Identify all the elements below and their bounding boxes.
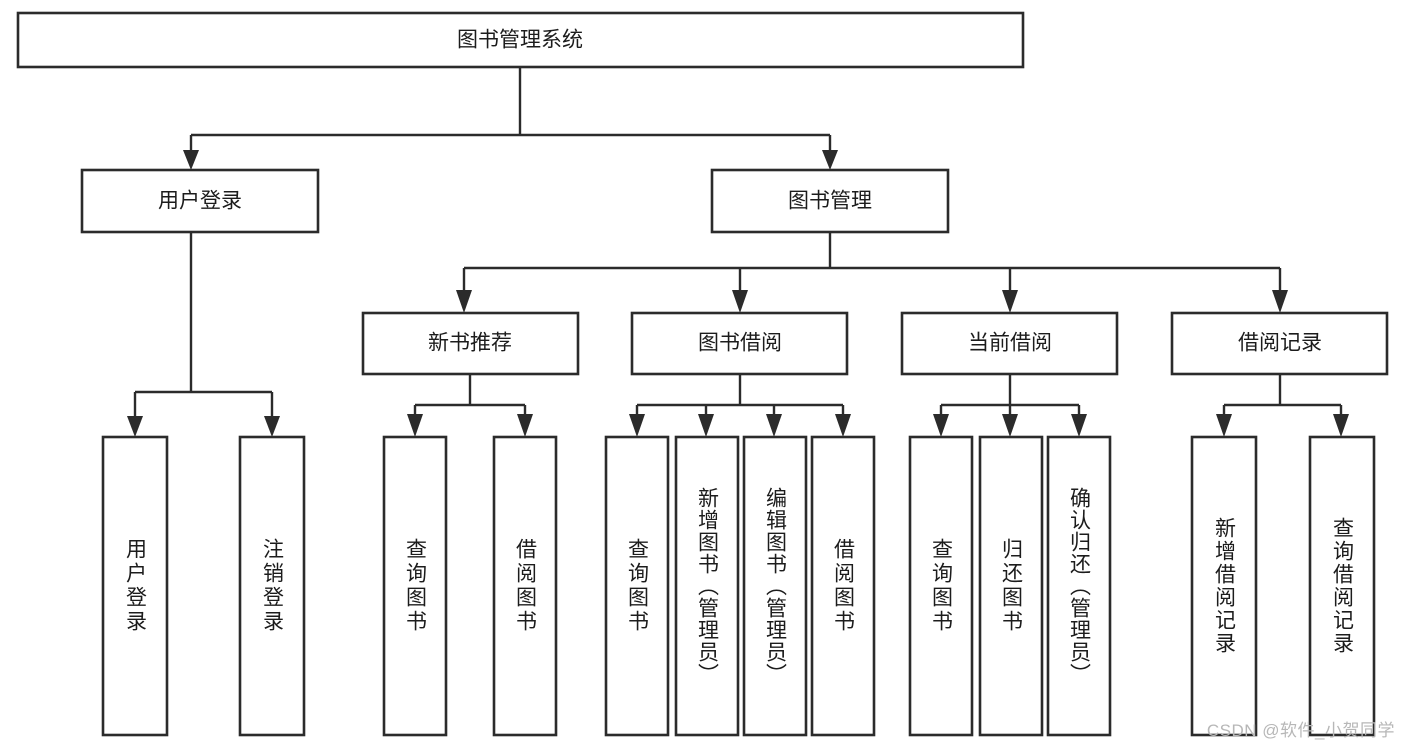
node-current-borrow-box[interactable]	[900, 311, 1119, 376]
arrow-bookmgmt-to-records	[1272, 290, 1288, 313]
arrow-login-to-leaf2	[264, 416, 280, 437]
arrow-records-d2	[1333, 414, 1349, 437]
arrow-root-to-login	[183, 150, 199, 170]
arrow-bookmgmt-to-newbook	[456, 290, 472, 313]
leaf-box-query-borrow-record[interactable]	[1308, 435, 1376, 737]
node-book-management[interactable]: 图书管理	[710, 168, 950, 234]
arrow-current-d2	[1002, 414, 1018, 437]
node-book-borrow[interactable]: 图书借阅	[630, 311, 849, 376]
leaf-box-query-book-1[interactable]	[382, 435, 448, 737]
leaf-box-logout[interactable]	[238, 435, 306, 737]
node-current-borrow-label: 当前借阅	[968, 332, 1052, 355]
arrow-current-d1	[933, 414, 949, 437]
node-user-login-label: 用户登录	[158, 190, 242, 213]
node-root-label: 图书管理系统	[457, 29, 583, 52]
leaf-box-add-borrow-record[interactable]	[1190, 435, 1258, 737]
arrow-records-d1	[1216, 414, 1232, 437]
arrow-borrow-d1	[629, 414, 645, 437]
leaf-box-edit-book-admin[interactable]	[742, 435, 808, 737]
arrow-root-to-bookmgmt	[822, 150, 838, 170]
leaf-box-borrow-book-2[interactable]	[810, 435, 876, 737]
node-book-borrow-box[interactable]	[630, 311, 849, 376]
arrow-borrow-d3	[766, 414, 782, 437]
arrow-newbook-d2	[517, 414, 533, 437]
node-user-login[interactable]: 用户登录	[80, 168, 320, 234]
arrow-current-d3	[1071, 414, 1087, 437]
leaf-box-query-book-3[interactable]	[908, 435, 974, 737]
leaf-box-user-login[interactable]	[101, 435, 169, 737]
arrow-borrow-d2	[698, 414, 714, 437]
node-book-management-box[interactable]	[710, 168, 950, 234]
leaf-box-add-book-admin[interactable]	[674, 435, 740, 737]
leaf-box-borrow-book-1[interactable]	[492, 435, 558, 737]
node-borrow-records-label: 借阅记录	[1238, 332, 1322, 355]
node-new-book-recommend-label: 新书推荐	[428, 332, 512, 355]
node-new-book-recommend-box[interactable]	[361, 311, 580, 376]
arrow-bookmgmt-to-borrow	[732, 290, 748, 313]
node-user-login-box[interactable]	[80, 168, 320, 234]
watermark-text: CSDN @软件_小贺同学	[1206, 721, 1395, 740]
connector-group	[127, 67, 1349, 437]
leaf-box-confirm-return-admin[interactable]	[1046, 435, 1112, 737]
node-book-management-label: 图书管理	[788, 190, 872, 213]
node-new-book-recommend[interactable]: 新书推荐	[361, 311, 580, 376]
arrow-login-to-leaf1	[127, 416, 143, 437]
node-root[interactable]: 图书管理系统	[16, 11, 1025, 69]
node-root-box[interactable]	[16, 11, 1025, 69]
leaf-box-return-book[interactable]	[978, 435, 1044, 737]
node-book-borrow-label: 图书借阅	[698, 332, 782, 355]
arrow-newbook-d1	[407, 414, 423, 437]
arrow-bookmgmt-to-current	[1002, 290, 1018, 313]
node-borrow-records[interactable]: 借阅记录	[1170, 311, 1389, 376]
arrow-borrow-d4	[835, 414, 851, 437]
leaf-box-query-book-2[interactable]	[604, 435, 670, 737]
node-current-borrow[interactable]: 当前借阅	[900, 311, 1119, 376]
node-borrow-records-box[interactable]	[1170, 311, 1389, 376]
